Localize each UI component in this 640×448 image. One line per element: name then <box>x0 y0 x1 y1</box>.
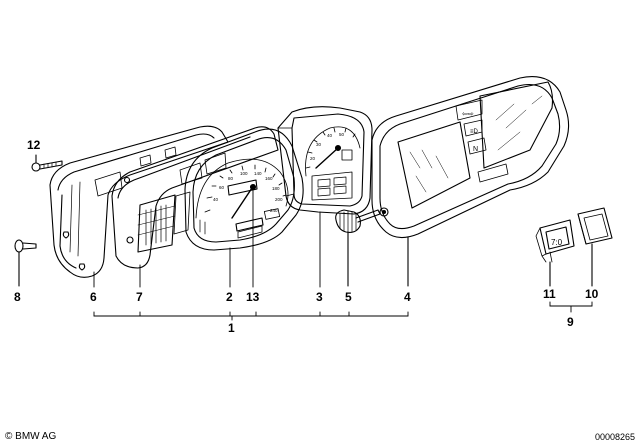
svg-text:≡D: ≡D <box>470 129 479 135</box>
svg-text:⇦⇨: ⇦⇨ <box>462 111 474 118</box>
svg-text:140: 140 <box>254 171 262 176</box>
svg-text:60: 60 <box>219 185 225 190</box>
svg-text:100: 100 <box>240 171 248 176</box>
speedometer-2: 40 60 80 100 140 160 180 200 240 <box>184 128 304 251</box>
screw-8 <box>14 239 37 287</box>
tachometer-3: 20 30 40 50 <box>277 106 373 215</box>
callout-8: 8 <box>14 290 21 304</box>
svg-text:40: 40 <box>213 197 219 202</box>
svg-text:160: 160 <box>265 176 273 181</box>
callout-13: 13 <box>246 290 260 304</box>
front-bezel-4: ⇦⇨ ≡D N <box>371 76 570 287</box>
svg-text:30: 30 <box>316 142 322 147</box>
cover-10 <box>577 207 613 287</box>
callout-11: 11 <box>543 287 556 301</box>
screw-12 <box>31 154 63 172</box>
callout-9: 9 <box>567 315 574 329</box>
copyright-text: © BMW AG <box>5 431 57 442</box>
svg-text:180: 180 <box>272 186 280 191</box>
svg-text:20: 20 <box>310 156 316 161</box>
svg-text:N: N <box>473 146 478 153</box>
svg-text:40: 40 <box>327 133 333 138</box>
callout-5: 5 <box>345 290 352 304</box>
clock-11: 7:0 <box>535 219 575 287</box>
callout-3: 3 <box>316 290 323 304</box>
rear-cover-6 <box>49 125 229 278</box>
svg-text:200: 200 <box>275 197 283 202</box>
callout-7: 7 <box>136 290 143 304</box>
svg-text:80: 80 <box>228 176 234 181</box>
svg-text:7:0: 7:0 <box>551 238 563 247</box>
circuit-board-7 <box>111 126 279 269</box>
svg-text:50: 50 <box>339 132 345 137</box>
callout-12: 12 <box>27 138 41 152</box>
callout-2: 2 <box>226 290 233 304</box>
leader-lines <box>93 187 593 321</box>
callout-6: 6 <box>90 290 97 304</box>
callout-4: 4 <box>404 290 411 304</box>
svg-text:240: 240 <box>270 208 278 213</box>
knob-5 <box>335 209 381 287</box>
callout-10: 10 <box>585 287 599 301</box>
callout-1: 1 <box>228 321 235 335</box>
drawing-number: 00008265 <box>594 432 635 442</box>
